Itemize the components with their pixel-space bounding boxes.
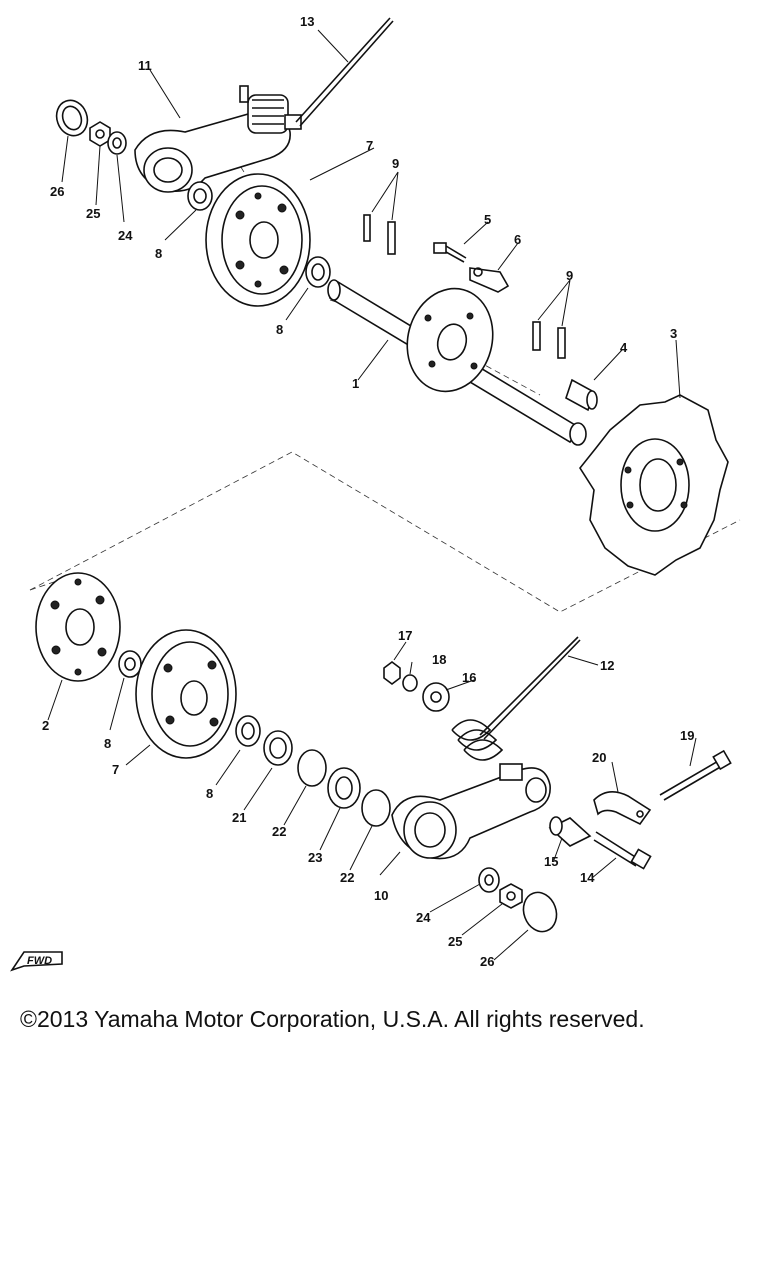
label-7-lower: 7 <box>112 762 119 777</box>
label-8-d: 8 <box>206 786 213 801</box>
label-23: 23 <box>308 850 322 865</box>
part-stop-block <box>499 763 523 781</box>
label-17: 17 <box>398 628 412 643</box>
part-20-bracket <box>593 791 652 826</box>
fwd-label: FWD <box>27 955 52 967</box>
part-16-plate <box>422 682 450 712</box>
part-14-bolt <box>593 831 652 870</box>
part-5-bolt <box>433 242 467 263</box>
label-22-a: 22 <box>272 824 286 839</box>
label-24-upper: 24 <box>118 228 133 243</box>
label-24-lower: 24 <box>416 910 431 925</box>
part-3-sprocket <box>579 394 729 576</box>
label-14: 14 <box>580 870 595 885</box>
label-10: 10 <box>374 888 388 903</box>
label-11: 11 <box>138 58 152 73</box>
part-11-spring-clamp <box>239 85 302 134</box>
label-25-lower: 25 <box>448 934 462 949</box>
part-18-washer <box>402 674 418 692</box>
label-6: 6 <box>514 232 521 247</box>
label-15: 15 <box>544 854 558 869</box>
label-16: 16 <box>462 670 476 685</box>
label-20: 20 <box>592 750 606 765</box>
part-25-nut-lower <box>499 883 523 909</box>
label-26-lower: 26 <box>480 954 494 969</box>
part-8-washer-c <box>118 650 142 678</box>
part-9-pins-upper <box>363 214 396 255</box>
part-spring-lower <box>451 719 504 761</box>
part-12-rod-lower <box>479 636 581 740</box>
leader-lines <box>47 29 697 961</box>
part-2-disc-lower <box>35 572 121 682</box>
label-1: 1 <box>352 376 359 391</box>
part-9-pins-lower <box>532 321 566 359</box>
part-24-washer-lower <box>478 867 500 893</box>
part-21-seal <box>263 730 293 766</box>
part-17-nut <box>383 661 401 685</box>
part-7-wheel-upper <box>205 173 311 307</box>
label-3: 3 <box>670 326 677 341</box>
part-6-bracket <box>469 267 510 293</box>
label-8-c: 8 <box>104 736 111 751</box>
part-24-washer-upper <box>107 131 127 155</box>
part-4-collar <box>565 378 598 412</box>
part-26-dust-cover-upper <box>55 99 89 137</box>
part-7-wheel-lower <box>135 629 237 759</box>
part-8-washer-a <box>187 181 213 211</box>
part-8-washer-d <box>235 715 261 747</box>
label-21: 21 <box>232 810 246 825</box>
label-9-upper: 9 <box>392 156 399 171</box>
part-22-circlip-b <box>361 789 391 827</box>
label-8-b: 8 <box>276 322 283 337</box>
fwd-arrow-icon: FWD <box>10 951 63 972</box>
label-26-upper: 26 <box>50 184 64 199</box>
part-25-nut-upper <box>89 121 111 147</box>
part-8-washer-b <box>305 256 331 288</box>
part-labels: 13 11 26 25 24 8 7 9 5 6 8 1 9 4 3 2 8 7… <box>42 14 694 969</box>
label-12: 12 <box>600 658 614 673</box>
part-23-bearing <box>327 767 361 809</box>
exploded-parts-diagram: FWD 13 11 26 25 24 8 7 9 5 6 8 1 9 4 3 2… <box>10 14 741 972</box>
copyright-notice: ©2013 Yamaha Motor Corporation, U.S.A. A… <box>20 1006 645 1032</box>
label-19: 19 <box>680 728 694 743</box>
part-sprocket-disc-upper <box>406 287 494 393</box>
part-15-collar <box>548 816 592 847</box>
label-4: 4 <box>620 340 628 355</box>
label-5: 5 <box>484 212 491 227</box>
label-13: 13 <box>300 14 314 29</box>
part-10-arm-lower <box>391 767 551 860</box>
label-18: 18 <box>432 652 446 667</box>
part-13-rod-upper <box>295 17 394 127</box>
label-8-a: 8 <box>155 246 162 261</box>
label-25-upper: 25 <box>86 206 100 221</box>
part-26-dust-cover-lower <box>522 891 558 933</box>
part-22-circlip-a <box>297 749 327 787</box>
part-19-long-bolt <box>659 749 732 801</box>
label-2: 2 <box>42 718 49 733</box>
label-9-lower: 9 <box>566 268 573 283</box>
label-7-upper: 7 <box>366 138 373 153</box>
label-22-b: 22 <box>340 870 354 885</box>
